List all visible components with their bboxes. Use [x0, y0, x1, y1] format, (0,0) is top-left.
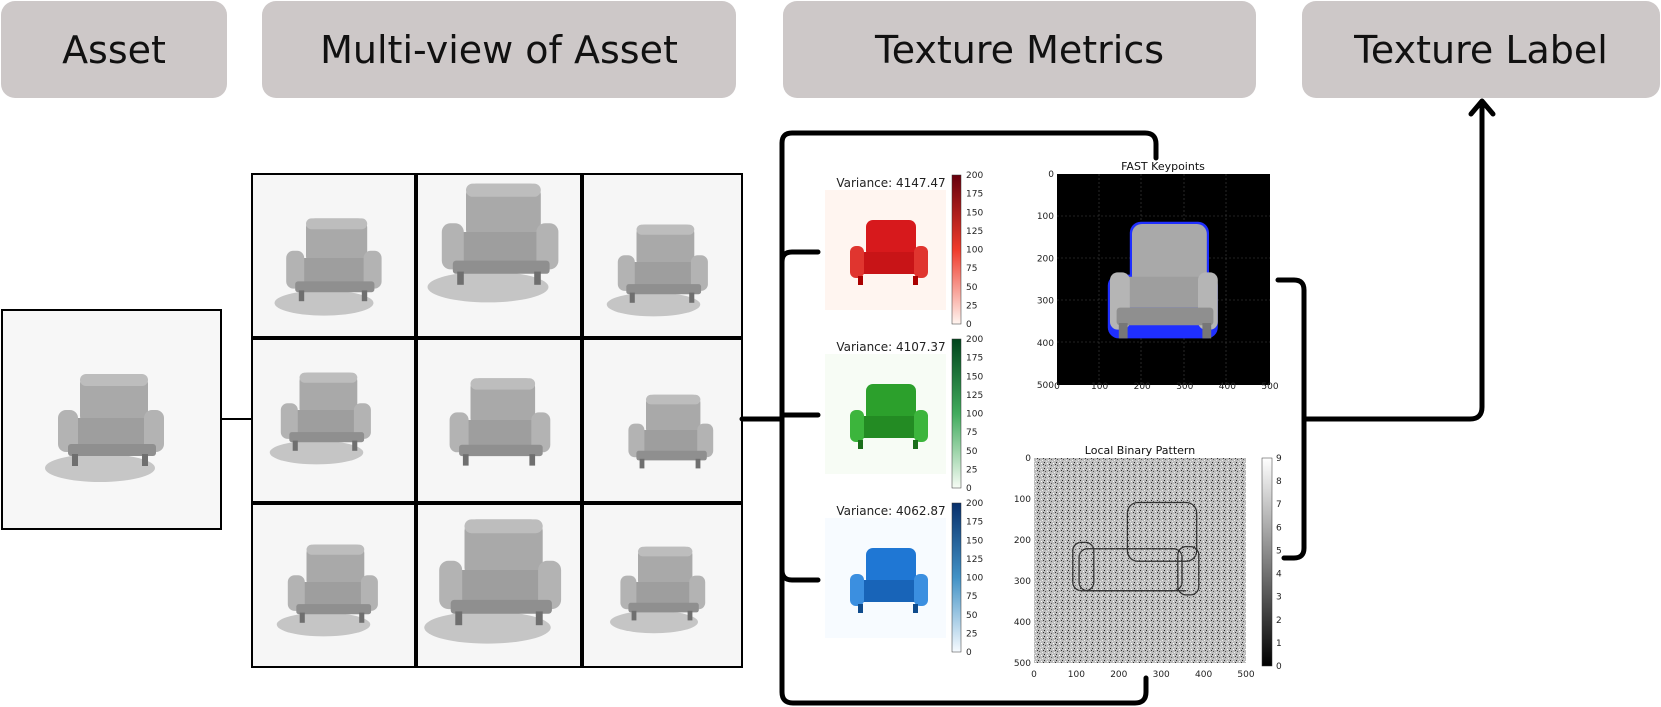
colorbar-tick-label: 150	[966, 208, 983, 218]
x-tick-label: 0	[1054, 382, 1060, 392]
colorbar-tick-label: 1	[1276, 639, 1282, 649]
colorbar-tick-label: 50	[966, 611, 978, 621]
view-6	[582, 338, 743, 503]
x-tick-label: 100	[1068, 670, 1085, 680]
colorbar-tick-label: 0	[1276, 662, 1282, 672]
header-multiview: Multi-view of Asset	[262, 1, 736, 98]
header-metrics: Texture Metrics	[783, 1, 1256, 98]
colorbar-tick-label: 3	[1276, 593, 1282, 603]
colorbar-tick-label: 0	[966, 484, 972, 494]
y-tick-label: 500	[1014, 659, 1031, 669]
colorbar-tick-label: 175	[966, 190, 983, 200]
variance-panel-blue: Variance: 4062.87 200 175 150 125 100 75 50 25 0	[825, 499, 983, 658]
fast-keypoints-plot: FAST Keypoints 0 100 200 300 400 500 0 100 200 3…	[1037, 160, 1279, 392]
variance-label-blue: Variance: 4062.87	[836, 504, 945, 518]
variance-panel-green: Variance: 4107.37 200 175 150 125 100 75 50 25 0	[825, 335, 983, 494]
y-tick-label: 300	[1037, 297, 1054, 307]
lbp-plot: Local Binary Pattern 9 8 7 6 5 4 3 2 1 0 0 100 200 3…	[1014, 444, 1282, 680]
view-7	[251, 503, 416, 668]
view-5	[416, 338, 582, 503]
y-tick-label: 200	[1014, 536, 1031, 546]
header-asset: Asset	[1, 1, 227, 98]
x-tick-label: 400	[1219, 382, 1236, 392]
x-tick-label: 400	[1195, 670, 1212, 680]
x-tick-label: 300	[1176, 382, 1193, 392]
colorbar-tick-label: 200	[966, 171, 983, 181]
view-4	[251, 338, 416, 503]
y-tick-label: 0	[1025, 454, 1031, 464]
colorbar-tick-label: 4	[1276, 570, 1282, 580]
x-tick-label: 200	[1134, 382, 1151, 392]
y-tick-label: 100	[1014, 495, 1031, 505]
x-tick-label: 500	[1237, 670, 1254, 680]
colorbar-tick-label: 75	[966, 592, 977, 602]
colorbar-tick-label: 100	[966, 574, 983, 584]
view-1	[251, 173, 416, 338]
view-2	[416, 173, 582, 338]
x-tick-label: 100	[1091, 382, 1108, 392]
variance-label-green: Variance: 4107.37	[836, 340, 945, 354]
colorbar-tick-label: 9	[1276, 454, 1282, 464]
colorbar-tick-label: 125	[966, 555, 983, 565]
colorbar-tick-label: 150	[966, 536, 983, 546]
variance-panel-red: Variance: 4147.47 200 175 150 125 100 75 50 25 0	[825, 171, 983, 330]
x-tick-label: 500	[1261, 382, 1278, 392]
colorbar-tick-label: 6	[1276, 523, 1282, 533]
flow-lines	[739, 98, 1496, 706]
colorbar-tick-label: 25	[966, 629, 977, 639]
fast-title: FAST Keypoints	[1121, 160, 1205, 173]
colorbar-tick-label: 50	[966, 283, 978, 293]
colorbar-tick-label: 150	[966, 372, 983, 382]
colorbar-tick-label: 50	[966, 447, 978, 457]
colorbar-tick-label: 175	[966, 518, 983, 528]
y-tick-label: 200	[1037, 254, 1054, 264]
colorbar-tick-label: 25	[966, 465, 977, 475]
colorbar-tick-label: 7	[1276, 500, 1282, 510]
x-tick-label: 0	[1031, 670, 1037, 680]
colorbar-tick-label: 200	[966, 335, 983, 345]
colorbar-tick-label: 0	[966, 320, 972, 330]
x-tick-label: 300	[1153, 670, 1170, 680]
colorbar-tick-label: 125	[966, 391, 983, 401]
y-tick-label: 400	[1014, 618, 1031, 628]
y-tick-label: 300	[1014, 577, 1031, 587]
colorbar-tick-label: 2	[1276, 616, 1282, 626]
colorbar-tick-label: 175	[966, 354, 983, 364]
colorbar-tick-label: 75	[966, 264, 977, 274]
colorbar-tick-label: 75	[966, 428, 977, 438]
variance-label-red: Variance: 4147.47	[836, 176, 945, 190]
colorbar-tick-label: 0	[966, 648, 972, 658]
view-9	[582, 503, 743, 668]
asset-image	[1, 309, 222, 530]
colorbar-tick-label: 200	[966, 499, 983, 509]
lbp-title: Local Binary Pattern	[1085, 444, 1195, 457]
colorbar-tick-label: 100	[966, 410, 983, 420]
y-tick-label: 0	[1048, 170, 1054, 180]
colorbar-tick-label: 100	[966, 246, 983, 256]
colorbar-tick-label: 25	[966, 301, 977, 311]
y-tick-label: 100	[1037, 212, 1054, 222]
y-tick-label: 400	[1037, 339, 1054, 349]
header-label: Texture Label	[1302, 1, 1660, 98]
colorbar-tick-label: 5	[1276, 546, 1282, 556]
x-tick-label: 200	[1110, 670, 1127, 680]
multiview-grid	[251, 173, 743, 668]
view-3	[582, 173, 743, 338]
view-8	[416, 503, 582, 668]
colorbar-tick-label: 125	[966, 227, 983, 237]
colorbar-tick-label: 8	[1276, 477, 1282, 487]
y-tick-label: 500	[1037, 381, 1054, 391]
